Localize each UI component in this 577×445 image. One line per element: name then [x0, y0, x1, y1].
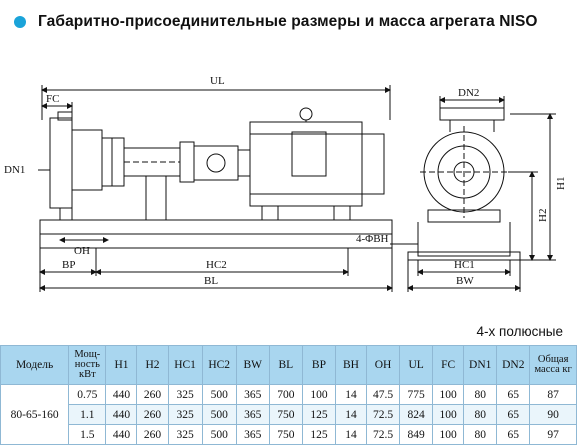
header-cell: H1: [105, 345, 138, 385]
table-row: 1.1 440 260 325 500 365 750 125 14 72.5 …: [1, 404, 577, 425]
spec-table-wrap: Модель Мощ-ность кВт H1 H2 HC1 HC2 BW BL…: [0, 345, 577, 445]
header-cell: FC: [432, 345, 465, 385]
table-row: 1.5 440 260 325 500 365 750 125 14 72.5 …: [1, 424, 577, 445]
table-cell: 72.5: [365, 404, 401, 425]
table-header-row: Модель Мощ-ность кВт H1 H2 HC1 HC2 BW BL…: [0, 345, 577, 385]
table-cell: 260: [136, 384, 169, 405]
header-cell: BP: [301, 345, 336, 385]
label-bw: BW: [456, 275, 474, 287]
table-cell: 97: [529, 424, 577, 445]
label-bl: BL: [204, 275, 218, 287]
table-cell: 100: [301, 384, 336, 405]
table-cell: 700: [268, 384, 303, 405]
table-cell: 260: [136, 424, 169, 445]
title-row: Габаритно-присоединительные размеры и ма…: [14, 8, 538, 36]
table-cell: 90: [529, 404, 577, 425]
header-cell: OH: [365, 345, 401, 385]
table-cell: 775: [399, 384, 434, 405]
header-cell: BW: [235, 345, 270, 385]
table-cell: 325: [167, 424, 203, 445]
table-cell: 365: [235, 424, 270, 445]
table-cell: 365: [235, 384, 270, 405]
table-cell: 365: [235, 404, 270, 425]
pole-subtitle: 4-х полюсные: [476, 324, 563, 339]
table-cell: 47.5: [365, 384, 401, 405]
table-cell: 0.75: [68, 384, 107, 405]
table-cell: 500: [201, 404, 237, 425]
table-cell: 440: [105, 424, 138, 445]
table-cell: 125: [301, 424, 336, 445]
label-dn2: DN2: [458, 87, 479, 99]
table-cell: 325: [167, 384, 203, 405]
header-cell: BH: [334, 345, 368, 385]
header-cell: Мощ-ность кВт: [68, 345, 107, 385]
header-cell: HC1: [167, 345, 203, 385]
bullet-icon: [14, 16, 26, 28]
table-cell: 14: [334, 384, 368, 405]
table-cell: 824: [399, 404, 434, 425]
header-cell: UL: [399, 345, 434, 385]
label-hc2: HC2: [206, 259, 227, 271]
table-cell: 500: [201, 424, 237, 445]
table-cell: 65: [496, 404, 531, 425]
page-title: Габаритно-присоединительные размеры и ма…: [38, 13, 538, 30]
table-cell: 100: [432, 384, 465, 405]
table-cell: 72.5: [365, 424, 401, 445]
table-cell: 1.1: [68, 404, 107, 425]
table-cell: 80: [463, 424, 498, 445]
header-cell: Общая масса кг: [529, 345, 577, 385]
header-cell: DN2: [496, 345, 531, 385]
model-cell: 80-65-160: [0, 384, 70, 445]
table-cell: 80: [463, 384, 498, 405]
table-cell: 260: [136, 404, 169, 425]
label-bh: 4-ΦBH: [356, 233, 389, 245]
technical-drawing: UL FC DN1 OH BP HC2 BL DN2 H1 H2 4-ΦBH H…: [0, 60, 577, 305]
table-cell: 1.5: [68, 424, 107, 445]
label-hc1: HC1: [454, 259, 475, 271]
table-cell: 849: [399, 424, 434, 445]
table-cell: 500: [201, 384, 237, 405]
label-dn1: DN1: [4, 164, 25, 176]
header-cell: DN1: [463, 345, 498, 385]
table-cell: 80: [463, 404, 498, 425]
label-h2: H2: [537, 209, 549, 222]
table-cell: 65: [496, 384, 531, 405]
label-ul: UL: [210, 75, 225, 87]
label-fc: FC: [46, 93, 59, 105]
table-cell: 125: [301, 404, 336, 425]
table-row: 80-65-160 0.75 440 260 325 500 365 700 1…: [0, 384, 577, 445]
table-cell: 14: [334, 404, 368, 425]
table-cell: 65: [496, 424, 531, 445]
table-cell: 750: [268, 424, 303, 445]
table-cell: 325: [167, 404, 203, 425]
table-cell: 440: [105, 384, 138, 405]
table-cell: 100: [432, 424, 465, 445]
spec-table: Модель Мощ-ность кВт H1 H2 HC1 HC2 BW BL…: [0, 345, 577, 445]
header-cell: H2: [136, 345, 169, 385]
header-cell: HC2: [201, 345, 237, 385]
header-cell: Модель: [0, 345, 70, 385]
table-cell: 440: [105, 404, 138, 425]
table-cell: 87: [529, 384, 577, 405]
label-h1: H1: [555, 177, 567, 190]
header-cell: BL: [268, 345, 303, 385]
table-cell: 14: [334, 424, 368, 445]
table-cell: 100: [432, 404, 465, 425]
label-oh: OH: [74, 245, 90, 257]
label-bp: BP: [62, 259, 75, 271]
table-cell: 750: [268, 404, 303, 425]
drawing-svg: UL FC DN1 OH BP HC2 BL DN2 H1 H2 4-ΦBH H…: [4, 75, 567, 292]
